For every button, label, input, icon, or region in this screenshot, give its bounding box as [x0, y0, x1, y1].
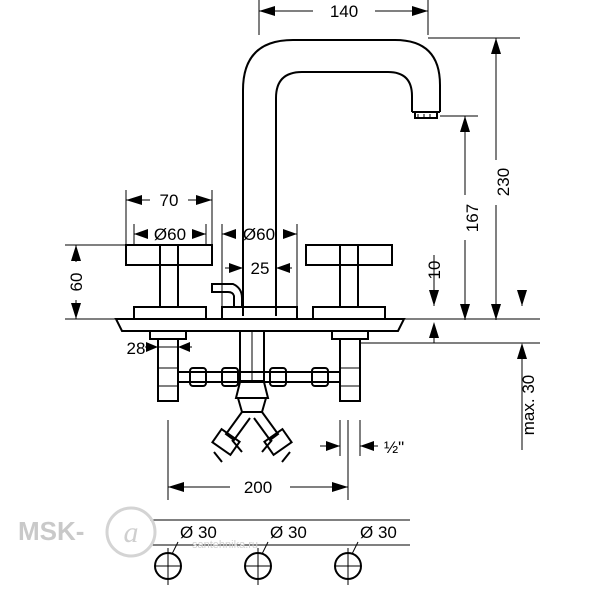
- spout: [242, 39, 441, 316]
- right-cross-handle: [305, 244, 393, 320]
- dim-height-total: 230: [428, 37, 520, 320]
- dim-handle-width-label: 70: [160, 191, 179, 210]
- left-cross-handle: [125, 244, 213, 320]
- dim-center-spacing-label: 200: [244, 478, 272, 497]
- dim-handle-diam-left: Ø60: [133, 224, 207, 245]
- hole-pattern: Ø 30 Ø 30 Ø 30: [150, 519, 410, 585]
- dim-height-total-label: 230: [494, 168, 513, 196]
- hole-center: [244, 552, 272, 580]
- dim-deck-thickness: max. 30: [517, 343, 538, 450]
- dim-handle-height: 60: [65, 244, 126, 320]
- center-shank: [239, 330, 265, 382]
- connection-hoses: [178, 367, 340, 387]
- dim-height-outlet: 167: [440, 115, 482, 320]
- hole-right-label: Ø 30: [360, 523, 397, 542]
- dim-handle-diam-center: Ø60: [221, 224, 298, 307]
- watermark-domain: santehnika.ru: [192, 539, 258, 551]
- dim-thread: ½": [320, 420, 404, 457]
- dim-pop-up-label: 25: [251, 259, 270, 278]
- left-shank: [149, 330, 187, 402]
- watermark-logo-icon: [105, 506, 157, 558]
- deck-plate: [114, 318, 406, 332]
- dim-thread-label: ½": [384, 438, 404, 457]
- dim-height-outlet-label: 167: [463, 204, 482, 232]
- dim-handle-height-label: 60: [67, 273, 86, 292]
- dim-spout-reach-label: 140: [330, 2, 358, 21]
- right-shank: [331, 330, 369, 402]
- dim-spout-reach: 140: [258, 0, 429, 35]
- watermark: MSK- a santehnika.ru: [18, 506, 258, 558]
- pop-up-rod: [211, 283, 243, 308]
- dim-handle-width: 70: [125, 190, 213, 245]
- hole-right: [334, 552, 362, 580]
- hole-left: [154, 552, 182, 580]
- dim-deck-thickness-label: max. 30: [519, 375, 538, 435]
- hole-center-label: Ø 30: [270, 523, 307, 542]
- svg-text:a: a: [124, 516, 139, 549]
- spout-base: [221, 306, 298, 320]
- watermark-brand: MSK-: [18, 516, 84, 546]
- dim-pop-up: 25: [225, 259, 292, 278]
- dim-shank-offset: 28: [127, 338, 192, 358]
- dim-shank-offset-label: 28: [127, 339, 146, 358]
- hole-left-label: Ø 30: [180, 523, 217, 542]
- dim-deck-gap-label: 10: [425, 261, 444, 280]
- dim-handle-diam-center-label: Ø60: [243, 225, 275, 244]
- dim-deck-gap: 10: [360, 255, 540, 344]
- dim-center-spacing: 200: [167, 420, 349, 500]
- dim-handle-diam-left-label: Ø60: [154, 225, 186, 244]
- mixing-tee: [211, 381, 293, 463]
